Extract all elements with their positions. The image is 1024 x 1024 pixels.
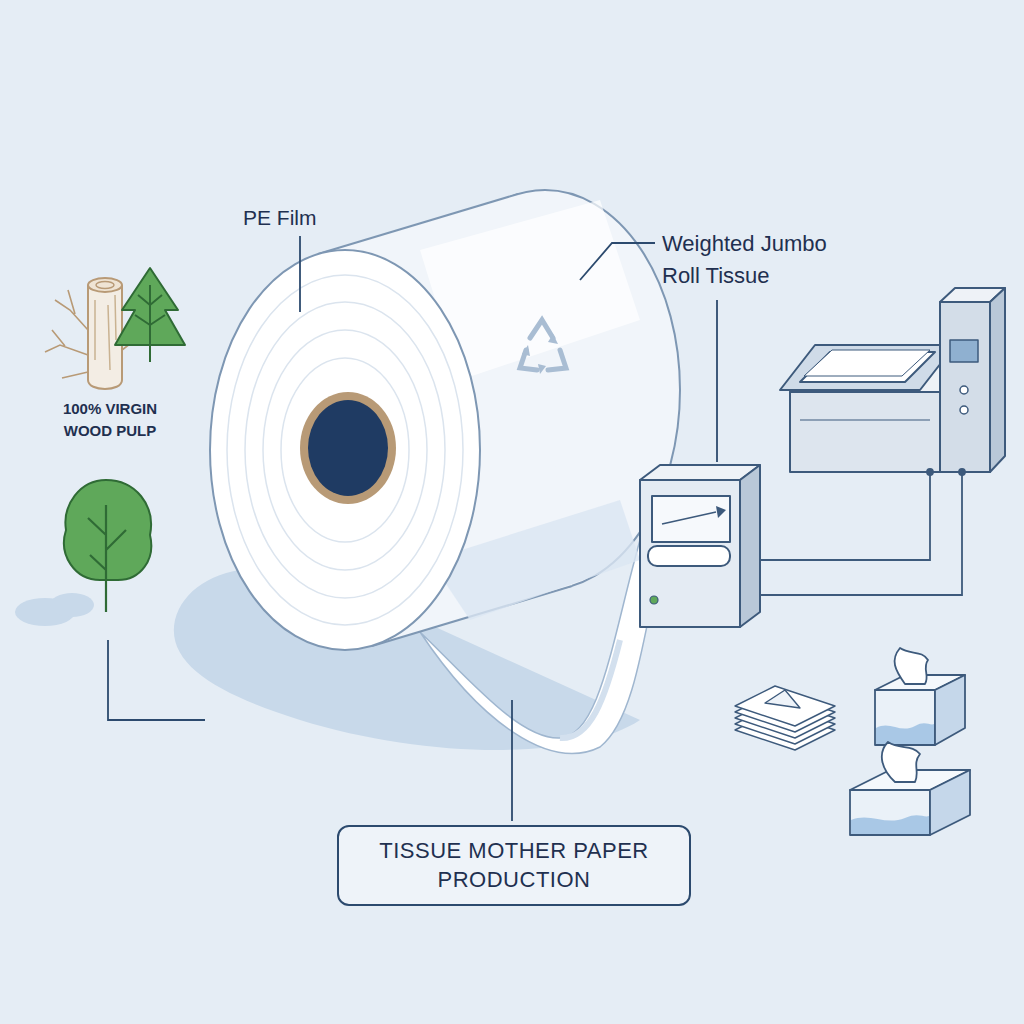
tree-icon: [88, 505, 126, 612]
wire: [742, 472, 930, 560]
recycle-icon: [530, 320, 553, 338]
tissue-box: [935, 675, 965, 745]
machine: [990, 288, 1005, 472]
jumbo-roll: [263, 330, 427, 570]
tissue-box: [895, 648, 928, 684]
jumbo-roll: [210, 250, 480, 650]
wire: [742, 469, 965, 595]
roll-shadow: [50, 593, 94, 617]
napkin-stack: [735, 686, 835, 750]
machine: [780, 345, 955, 390]
leader-line: [108, 640, 205, 720]
wire: [927, 469, 933, 475]
tissue-box: [850, 742, 970, 835]
wood-log-icon: [88, 278, 122, 292]
pine-tree-icon: [115, 268, 185, 362]
jumbo-roll: [300, 392, 396, 504]
machine: [648, 546, 730, 566]
napkin-stack: [735, 686, 835, 726]
wire: [959, 469, 965, 475]
machine: [662, 512, 716, 524]
jumbo-roll: [227, 275, 463, 625]
tree-icon: [64, 480, 151, 612]
machine: [790, 392, 940, 472]
box-text: TISSUE MOTHER PAPER PRODUCTION: [363, 837, 665, 894]
machine: [650, 596, 658, 604]
leader-line: [716, 300, 718, 462]
machine: [716, 506, 726, 518]
tissue-box: [875, 690, 935, 745]
machine: [804, 350, 930, 376]
leader-line: [108, 236, 717, 821]
machine: [940, 302, 990, 472]
jumbo-roll: [308, 400, 388, 496]
part-label: Weighted Jumbo Roll Tissue: [662, 228, 862, 292]
machine: [780, 288, 1005, 472]
machine: [640, 480, 740, 627]
tissue-box: [875, 648, 965, 745]
tissue-box: [930, 770, 970, 835]
recycle-icon: [548, 334, 558, 344]
machine: [960, 386, 968, 394]
recycle-icon: [522, 345, 530, 356]
wood-log-icon: [96, 282, 114, 289]
jumbo-roll: [281, 358, 409, 542]
leader-line: [580, 243, 655, 280]
machine: [950, 340, 978, 362]
tissue-box: [851, 815, 929, 834]
material-label: 100% VIRGIN WOOD PULP: [40, 398, 180, 442]
leader-line: [299, 236, 301, 312]
machine: [640, 465, 760, 627]
tissue-sheet: [560, 640, 620, 738]
jumbo-roll: [245, 302, 445, 598]
tree-icon: [64, 480, 151, 580]
recycle-icon: [538, 364, 546, 374]
machine: [652, 496, 730, 542]
pine-tree-icon: [135, 285, 165, 362]
tissue-box: [882, 742, 920, 782]
wood-log-icon: [95, 295, 116, 370]
wood-log-icon: [88, 285, 122, 389]
tissue-box: [876, 723, 934, 744]
jumbo-roll: [210, 190, 680, 650]
machine: [960, 406, 968, 414]
recycle-icon: [548, 350, 566, 370]
napkin-stack: [765, 690, 800, 708]
part-label: PE Film: [243, 205, 317, 230]
machine: [800, 419, 930, 420]
leader-line: [511, 700, 513, 821]
machine: [740, 465, 760, 627]
recycle-icon: [520, 320, 566, 374]
wire: [742, 472, 962, 595]
tissue-box: [850, 790, 930, 835]
process-box: TISSUE MOTHER PAPER PRODUCTION: [337, 825, 691, 906]
